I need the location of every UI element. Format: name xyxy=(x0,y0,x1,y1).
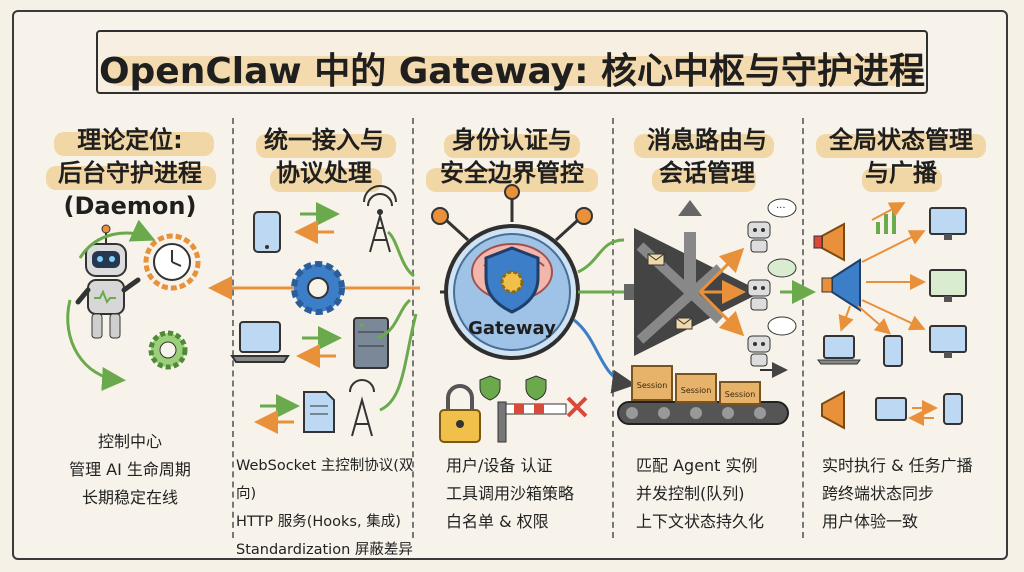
description-line: HTTP 服务(Hooks, 集成) xyxy=(236,514,401,530)
chart-icon xyxy=(871,202,906,234)
column-3-title-line2: 安全边界管控 xyxy=(440,159,584,187)
highlight-mark xyxy=(862,168,942,192)
title-highlight xyxy=(108,56,920,86)
chat-bubble-icon xyxy=(767,316,797,336)
session-label: Session xyxy=(681,386,712,395)
column-4-title: 消息路由与 会话管理 xyxy=(614,124,800,190)
description-line: 工具调用沙箱策略 xyxy=(446,484,575,503)
highlight-mark xyxy=(634,134,774,158)
description-line: 用户体验一致 xyxy=(822,512,919,531)
column-5-title-line2: 与广播 xyxy=(865,159,937,187)
megaphone-icon xyxy=(821,258,861,312)
description-line: 用户/设备 认证 xyxy=(446,456,553,475)
column-3-description: 用户/设备 认证 工具调用沙箱策略 白名单 & 权限 xyxy=(446,452,606,536)
padlock-icon xyxy=(439,384,481,443)
description-line: 上下文状态持久化 xyxy=(636,512,765,531)
tower-icon xyxy=(349,379,375,437)
phone-icon xyxy=(883,335,903,367)
phone-icon xyxy=(943,393,963,425)
column-1-title-line3: (Daemon) xyxy=(63,192,197,220)
column-5-title-line1: 全局状态管理 xyxy=(829,126,973,154)
laptop-icon xyxy=(230,321,290,363)
column-4-title-line1: 消息路由与 xyxy=(647,126,767,154)
envelope-icon xyxy=(647,253,665,266)
column-divider xyxy=(802,118,804,538)
envelope-icon xyxy=(675,317,693,330)
description-line: 并发控制(队列) xyxy=(636,484,745,503)
monitor-icon xyxy=(929,269,967,302)
shield-icon xyxy=(525,375,547,401)
column-2-description: WebSocket 主控制协议(双向) HTTP 服务(Hooks, 集成) S… xyxy=(236,452,416,564)
column-2-title-line2: 协议处理 xyxy=(276,159,372,187)
session-label: Session xyxy=(725,390,756,399)
robot-icon xyxy=(747,221,771,253)
megaphone-icon xyxy=(813,222,845,262)
megaphone-icon xyxy=(821,390,845,430)
barrier-icon xyxy=(497,396,588,443)
clock-icon xyxy=(143,233,201,291)
gear-icon xyxy=(291,261,345,315)
shield-icon xyxy=(484,246,540,314)
document-icon xyxy=(303,391,335,433)
highlight-mark xyxy=(652,168,756,192)
conveyor-icon: Session Session Session xyxy=(617,362,789,425)
gateway-hub: Gateway xyxy=(431,184,593,360)
chat-bubble-icon: ··· xyxy=(767,198,797,218)
column-4-title-line2: 会话管理 xyxy=(659,159,755,187)
server-icon xyxy=(353,317,389,369)
description-line: 匹配 Agent 实例 xyxy=(636,456,758,475)
shield-icon xyxy=(479,375,501,401)
highlight-mark xyxy=(46,166,216,190)
gear-icon xyxy=(148,330,188,370)
tablet-icon xyxy=(253,211,281,253)
description-line: 长期稳定在线 xyxy=(81,488,178,507)
column-3-title-line1: 身份认证与 xyxy=(452,126,572,154)
column-2-title-line1: 统一接入与 xyxy=(264,126,384,154)
description-line: WebSocket 主控制协议(双向) xyxy=(236,458,414,502)
session-label: Session xyxy=(637,381,668,390)
description-line: 管理 AI 生命周期 xyxy=(69,460,191,479)
column-5-description: 实时执行 & 任务广播 跨终端状态同步 用户体验一致 xyxy=(822,452,1002,536)
tower-icon xyxy=(363,185,397,253)
highlight-mark xyxy=(256,134,396,158)
chat-bubble-icon xyxy=(767,258,797,278)
monitor-icon xyxy=(929,207,967,240)
highlight-mark xyxy=(54,132,214,156)
svg-text:···: ··· xyxy=(776,203,786,214)
column-divider xyxy=(612,118,614,538)
column-3-title: 身份认证与 安全边界管控 xyxy=(414,124,610,190)
robot-icon xyxy=(747,335,771,367)
description-line: 控制中心 xyxy=(97,432,162,451)
highlight-mark xyxy=(816,134,986,158)
column-1-title: 理论定位: 后台守护进程 (Daemon) xyxy=(30,124,230,223)
column-5-title: 全局状态管理 与广播 xyxy=(806,124,996,190)
column-1-description: 控制中心 管理 AI 生命周期 长期稳定在线 xyxy=(30,428,230,512)
highlight-mark xyxy=(444,134,580,158)
page-title: OpenClaw 中的 Gateway: 核心中枢与守护进程 xyxy=(98,51,926,92)
column-2-title: 统一接入与 协议处理 xyxy=(236,124,412,190)
monitor-icon xyxy=(929,325,967,358)
column-1-title-line1: 理论定位: xyxy=(77,126,183,154)
highlight-mark xyxy=(270,168,382,192)
laptop-icon xyxy=(817,335,861,365)
hub-label: Gateway xyxy=(468,318,556,339)
description-line: Standardization 屏蔽差异 xyxy=(236,542,413,558)
description-line: 白名单 & 权限 xyxy=(446,512,549,531)
column-4-description: 匹配 Agent 实例 并发控制(队列) 上下文状态持久化 xyxy=(636,452,802,536)
title-banner: OpenClaw 中的 Gateway: 核心中枢与守护进程 xyxy=(96,30,928,94)
monitor-icon xyxy=(875,397,907,421)
robot-icon xyxy=(747,279,771,311)
column-divider xyxy=(232,118,234,538)
column-1-title-line2: 后台守护进程 xyxy=(58,159,202,187)
description-line: 跨终端状态同步 xyxy=(822,484,935,503)
description-line: 实时执行 & 任务广播 xyxy=(822,456,973,475)
robot-icon xyxy=(75,224,141,339)
